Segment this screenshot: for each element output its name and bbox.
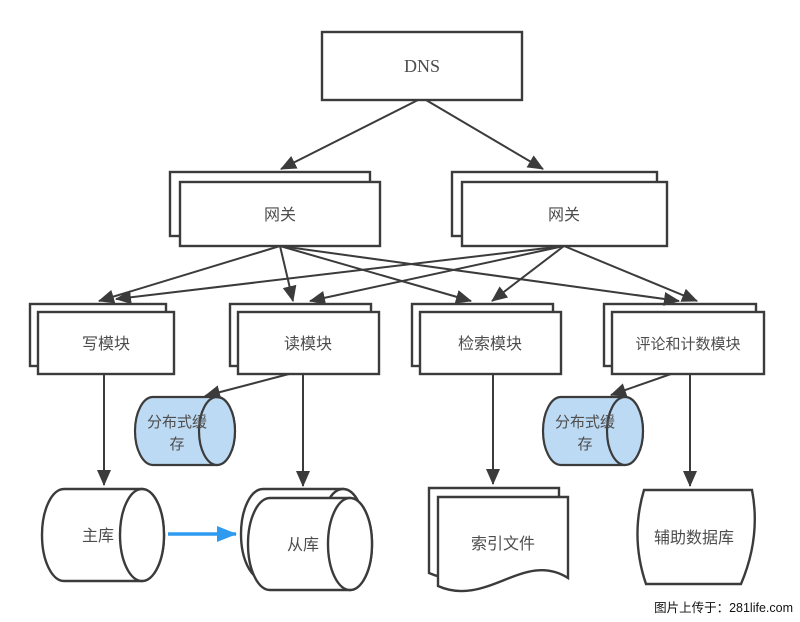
watermark-text: 图片上传于：281life.com [654,600,793,615]
aux-db-shape [636,488,756,586]
node-comment-count-module: 评论和计数模块 [602,302,766,376]
search-module-label: 检索模块 [458,335,522,353]
edge-gateway-left-read-module [279,245,297,302]
node-slave-db: 从库 [239,487,374,592]
cache-left-label-line2: 存 [169,436,184,453]
node-read-module: 读模块 [228,302,381,376]
edge-gateway-right-write-module [115,245,565,305]
node-cache-left: 分布式缓 存 [133,395,237,467]
node-write-module: 写模块 [28,302,176,376]
comment-count-module-box [610,310,766,376]
cache-left-label-line1: 分布式缓 [147,414,207,431]
edge-dns-gateway-left [280,99,419,170]
master-db-cap [118,487,166,583]
aux-db-label: 辅助数据库 [654,529,734,547]
edge-dns-gateway-right [425,99,544,170]
gateway-left-label: 网关 [264,206,296,224]
search-module-box [418,310,563,376]
cache-left-cap [197,395,237,467]
node-index-file: 索引文件 [427,486,570,593]
edge-gateway-right-read-module [309,245,565,305]
cache-right-cap [605,395,645,467]
node-dns: DNS [320,30,524,102]
read-module-box [236,310,381,376]
slave-db-cap [326,496,374,592]
edge-comment-count-module-cache-right [610,373,672,397]
node-gateway-right: 网关 [450,170,669,248]
edge-gateway-left-search-module [279,245,472,304]
node-search-module: 检索模块 [410,302,563,376]
read-module-label: 读模块 [284,335,332,353]
gateway-right-label: 网关 [548,206,580,224]
index-file-label: 索引文件 [471,535,535,553]
index-file-doc [436,495,570,593]
edge-gateway-left-comment-count-module [279,245,680,306]
node-master-db: 主库 [40,487,166,583]
node-gateway-left: 网关 [168,170,382,248]
edges [97,99,698,542]
edge-gateway-left-write-module [98,245,281,304]
dns-box [320,30,524,102]
comment-count-module-label: 评论和计数模块 [635,336,740,353]
write-module-label: 写模块 [82,335,130,353]
edge-gateway-right-search-module [491,245,565,302]
node-cache-right: 分布式缓 存 [541,395,645,467]
dns-label: DNS [404,56,440,76]
master-db-label: 主库 [82,527,114,545]
edge-gateway-right-comment-count-module [563,245,698,302]
cache-right-label-line2: 存 [577,436,592,453]
edge-read-module-cache-left [204,373,290,399]
slave-db-label: 从库 [287,536,319,554]
node-aux-db: 辅助数据库 [636,488,756,586]
cache-right-label-line1: 分布式缓 [555,414,615,431]
write-module-box [36,310,176,376]
